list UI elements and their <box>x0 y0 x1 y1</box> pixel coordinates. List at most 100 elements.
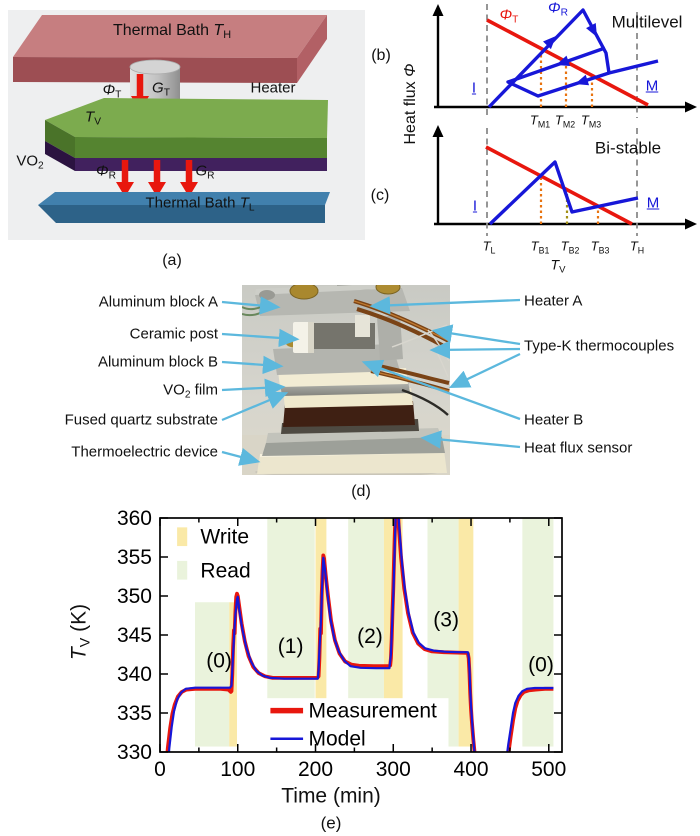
b-multilevel-label: Multilevel <box>611 12 683 32</box>
x-tick-label: 100 <box>220 758 255 781</box>
panel-c-axes <box>432 125 697 230</box>
callout-arrow-quartz <box>221 391 289 422</box>
panel-c-dotted-marks <box>539 177 600 224</box>
caption-a: (a) <box>162 252 182 269</box>
a-bath-cold-label: Thermal Bath TL <box>145 194 255 214</box>
state-label: (3) <box>433 608 459 631</box>
b-state-m: M <box>645 77 659 95</box>
callout-arrow-thermoelectric <box>221 447 261 466</box>
d-heat-flux-sensor-label: Heat flux sensor <box>524 439 633 457</box>
panel-c-dashed-bounds <box>486 128 638 236</box>
state-label: (2) <box>357 625 383 648</box>
b-state-i: I <box>471 79 477 97</box>
d-quartz-label: Fused quartz substrate <box>64 411 218 429</box>
x-tick-label: 400 <box>454 758 489 781</box>
y-tick-label: 335 <box>117 702 152 725</box>
c-bistable-label: Bi-stable <box>594 138 662 158</box>
x-tick-label: 300 <box>376 758 411 781</box>
callout-arrow-aluminum-b <box>221 355 284 375</box>
x-tick-label: 0 <box>154 758 166 781</box>
c-tb1-label: TB1 <box>530 238 550 256</box>
panel-b-dotted-marks <box>539 55 594 107</box>
d-heater-a-label: Heater A <box>524 292 583 310</box>
c-tl-label: TL <box>482 238 496 256</box>
a-phi-t-label: ΦT <box>102 81 122 101</box>
callout-arrow-typek-2 <box>429 340 521 360</box>
d-ceramic-post-label: Ceramic post <box>129 325 218 343</box>
caption-d: (d) <box>351 483 371 500</box>
callout-arrow-vo2-film <box>221 378 286 398</box>
thermal-bath-cold-slab <box>38 192 330 223</box>
d-typek-label: Type-K thermocouples <box>524 337 675 355</box>
a-phi-r-label: ΦR <box>96 162 116 182</box>
callout-arrow-typek-1 <box>431 324 521 346</box>
vo2-slab <box>45 98 328 171</box>
b-tm2-label: TM2 <box>554 112 576 130</box>
d-vo2-film-label: VO2 film <box>163 381 218 401</box>
callout-arrow-aluminum-a <box>221 296 281 315</box>
support-bracket <box>377 315 403 361</box>
heat-flux-sensor-plate <box>262 428 445 456</box>
b-tm3-label: TM3 <box>580 112 602 130</box>
panel-b-axes <box>432 4 697 113</box>
read-legend-label: Read <box>200 559 250 582</box>
model-line <box>167 518 554 752</box>
e-ylabel: TV (K) <box>67 603 94 661</box>
a-heater-label: Heater <box>250 79 296 97</box>
c-tb3-label: TB3 <box>590 238 610 256</box>
panel-c-phi-t-line <box>485 145 633 226</box>
a-vo2-label: VO2 <box>16 152 44 172</box>
legend-backdrop <box>263 698 449 752</box>
caption-e: (e) <box>320 813 342 833</box>
panel-bc-diagrams <box>370 0 700 280</box>
c-th-label: TH <box>629 238 645 256</box>
measurement-legend-label: Measurement <box>309 700 438 723</box>
panel-c-bistable-curve <box>488 160 639 226</box>
read-swatch <box>177 560 188 580</box>
panel-bc-art <box>432 4 697 236</box>
a-tv-label: TV <box>85 108 101 128</box>
y-tick-label: 350 <box>117 585 152 608</box>
callout-arrow-heat-flux-sensor <box>420 430 521 449</box>
callout-arrow-heater-a <box>369 296 521 315</box>
y-tick-label: 355 <box>117 546 152 569</box>
state-label: (0) <box>528 654 554 677</box>
callout-arrow-typek-3 <box>448 352 521 388</box>
d-aluminum-a-label: Aluminum block A <box>98 293 218 311</box>
e-xlabel: Time (min) <box>281 784 381 808</box>
phi-r-arrows-icon <box>116 160 198 197</box>
x-tick-label: 500 <box>531 758 566 781</box>
d-heater-b-label: Heater B <box>524 411 584 429</box>
y-tick-label: 330 <box>117 741 152 764</box>
callout-arrow-ceramic-post <box>221 328 300 348</box>
panel-d-callout-arrows <box>221 296 521 466</box>
a-bath-hot-label: Thermal Bath TH <box>112 22 232 42</box>
c-tb2-label: TB2 <box>560 238 580 256</box>
a-g-r-label: GR <box>195 162 215 182</box>
panel-a-schematic <box>8 8 370 248</box>
read-band <box>522 518 554 747</box>
y-tick-label: 360 <box>117 507 152 530</box>
state-label: (0) <box>206 650 232 673</box>
b-phi-r-label: ΦR <box>548 0 568 19</box>
y-tick-label: 345 <box>117 624 152 647</box>
state-label: (1) <box>278 635 304 658</box>
b-tm1-label: TM1 <box>529 112 551 130</box>
thermal-bath-hot-slab <box>13 15 327 83</box>
write-legend-label: Write <box>200 526 249 549</box>
bc-ylabel: Heat flux Φ <box>402 63 419 145</box>
a-g-t-label: GT <box>152 79 170 99</box>
d-thermoelectric-label: Thermoelectric device <box>71 443 218 461</box>
panel-a-art <box>8 10 365 240</box>
black-wire <box>401 388 449 416</box>
callout-arrow-heater-b <box>361 359 521 421</box>
model-legend-label: Model <box>309 728 366 751</box>
c-tv-label: TV <box>550 256 566 276</box>
c-state-i: I <box>472 197 478 215</box>
x-tick-label: 200 <box>298 758 333 781</box>
panel-b-loop-arrows <box>543 22 597 86</box>
b-panel-label: (b) <box>371 47 391 64</box>
write-swatch <box>177 527 188 547</box>
